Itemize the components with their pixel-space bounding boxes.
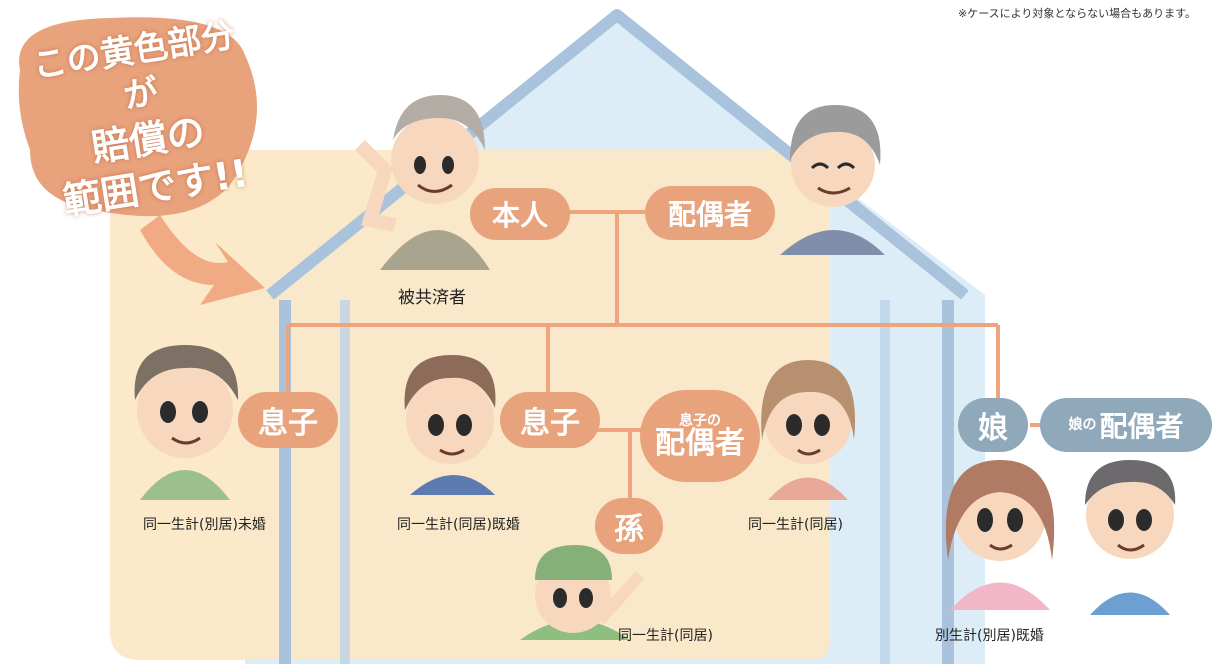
node-musume-haiguusha-label: 配偶者 — [1099, 410, 1184, 443]
node-musuko-no-label: 息子の — [679, 413, 721, 429]
person-daughter-illustration — [945, 460, 1055, 610]
node-musume-no-label: 娘の — [1068, 417, 1097, 433]
caption-son-center: 同一生計(同居)既婚 — [397, 517, 520, 533]
callout-bubble-shape — [18, 17, 257, 217]
node-honnin: 本人 — [470, 188, 570, 240]
person-insured-illustration — [355, 95, 490, 270]
person-daughter-spouse-illustration — [1085, 460, 1176, 615]
tree-lines — [286, 210, 1050, 510]
node-musume-haiguusha: 娘の 配偶者 — [1040, 398, 1212, 452]
disclaimer-note: ※ケースにより対象とならない場合もあります。 — [957, 7, 1196, 20]
caption-daughter: 別生計(別居)既婚 — [935, 628, 1044, 644]
callout-arrow — [140, 215, 265, 305]
node-honnin-label: 本人 — [491, 199, 548, 232]
person-spouse-illustration — [780, 105, 885, 255]
caption-son-left: 同一生計(別居)未婚 — [143, 517, 266, 533]
coverage-callout: この黄色部分が 賠償の 範囲です!! — [17, 11, 273, 229]
person-son-left-illustration — [134, 345, 239, 500]
node-musume: 娘 — [958, 398, 1028, 452]
caption-son-spouse: 同一生計(同居) — [748, 517, 843, 533]
node-mago: 孫 — [595, 498, 663, 554]
node-musuko-center: 息子 — [500, 392, 600, 448]
node-musuko-center-label: 息子 — [520, 406, 580, 441]
caption-grandchild: 同一生計(同居) — [618, 628, 713, 644]
node-musume-label: 娘 — [978, 411, 1008, 446]
node-musuko-haiguusha-label: 配偶者 — [655, 426, 745, 461]
node-mago-label: 孫 — [614, 512, 644, 547]
node-haiguusha-label: 配偶者 — [667, 198, 752, 231]
person-son-center-illustration — [404, 355, 496, 495]
node-musuko-haiguusha: 息子の 配偶者 — [640, 390, 760, 482]
node-musuko-left-label: 息子 — [258, 406, 318, 441]
node-musuko-left: 息子 — [238, 392, 338, 448]
caption-insured: 被共済者 — [398, 288, 466, 308]
person-son-spouse-illustration — [761, 360, 856, 500]
node-haiguusha: 配偶者 — [645, 186, 775, 240]
person-grandchild-illustration — [520, 545, 645, 640]
